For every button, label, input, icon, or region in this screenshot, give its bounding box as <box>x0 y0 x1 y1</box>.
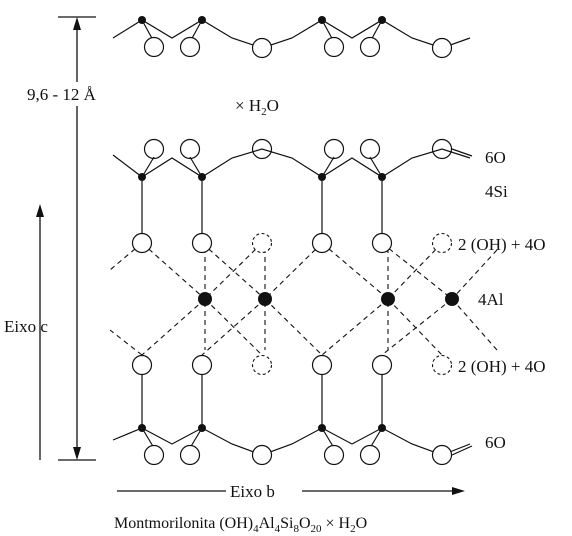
label-6o-bottom: 6O <box>485 433 506 452</box>
axis-c-arrow <box>36 204 44 460</box>
axis-b-arrow <box>117 487 465 495</box>
upper-tetrahedral-sheet <box>112 16 471 59</box>
label-oh-top: 2 (OH) + 4O <box>458 235 546 254</box>
tetrahedral-sheet-top <box>112 138 473 233</box>
interlayer-spacing-dimension <box>58 16 96 461</box>
water-label: × H2O <box>235 96 279 118</box>
axis-b-label: Eixo b <box>230 482 275 501</box>
caption: Montmorilonita (OH)4Al4Si8O20 × H2O <box>114 515 367 535</box>
octahedral-sheet <box>109 232 498 376</box>
label-4si: 4Si <box>485 182 508 201</box>
label-oh-bottom: 2 (OH) + 4O <box>458 357 546 376</box>
tetrahedral-sheet-bottom <box>112 375 473 466</box>
axis-c-label: Eixo c <box>4 317 48 336</box>
label-4al: 4Al <box>478 290 504 309</box>
label-6o-top: 6O <box>485 148 506 167</box>
spacing-label: 9,6 - 12 Å <box>27 85 97 104</box>
